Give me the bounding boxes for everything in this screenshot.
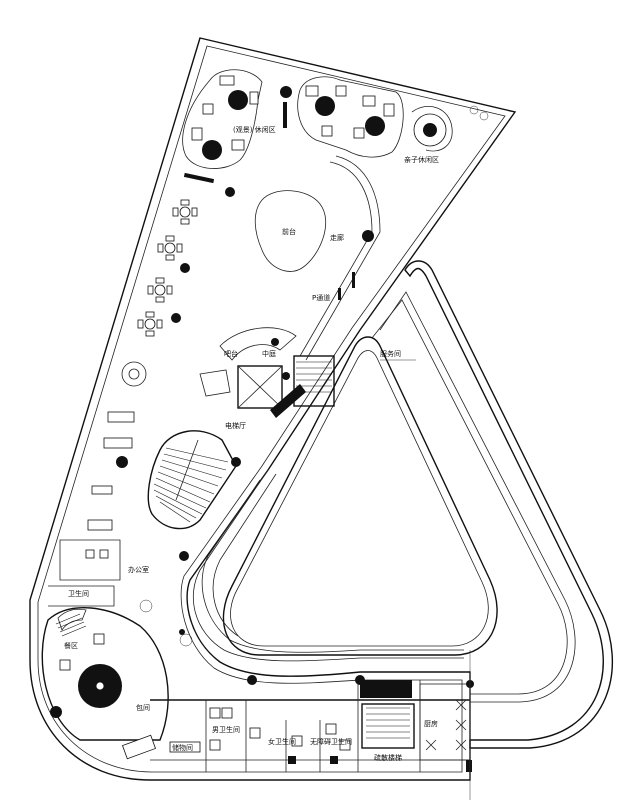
label-walkway: P通道	[312, 293, 330, 302]
elevator-core: 电梯厅	[225, 355, 335, 430]
label-restroom-a: 男卫生间	[212, 725, 240, 734]
label-kitchen: 厨房	[424, 719, 438, 728]
right-annotation: 服务间	[380, 349, 416, 361]
kitchen: 厨房	[419, 650, 474, 800]
label-reception: 前台	[282, 227, 296, 236]
service-stair: 疏散楼梯	[360, 680, 415, 762]
vip-dining-room: 包间 餐区	[41, 607, 169, 760]
label-elevator-hall: 电梯厅	[225, 421, 246, 430]
grand-stair	[147, 430, 241, 530]
lounge-left: (观景) 休闲区	[182, 69, 276, 169]
label-bathroom-left: 卫生间	[68, 589, 89, 598]
label-bar: 吧台	[224, 349, 238, 358]
label-lounge-right: 亲子休闲区	[404, 155, 439, 164]
dining-tables	[87, 199, 198, 531]
lounge-right: 亲子休闲区	[404, 105, 489, 164]
label-corridor: 走廊	[330, 233, 344, 242]
label-stair-right: 疏散楼梯	[374, 753, 402, 762]
label-hall: 中庭	[262, 349, 276, 358]
courtyard-triangle	[222, 260, 613, 749]
curved-corridor	[193, 469, 464, 662]
curved-walkway: 走廊 P通道	[299, 155, 381, 361]
label-dining-area: 餐区	[64, 641, 78, 650]
label-service: 服务间	[380, 349, 401, 358]
label-storage: 储物间	[172, 743, 193, 752]
lounge-center	[280, 76, 404, 158]
bar-counter: 吧台 中庭	[199, 327, 297, 397]
lower-left-rooms: 办公室 卫生间	[48, 539, 193, 647]
label-lounge-left: (观景) 休闲区	[233, 125, 276, 134]
reception-island: 前台	[183, 172, 327, 272]
service-strip: 男卫生间 女卫生间 无障碍卫生间 储物间	[150, 675, 470, 772]
label-restroom-b: 女卫生间	[268, 737, 296, 746]
label-restroom-c: 无障碍卫生间	[310, 737, 352, 746]
outer-wall	[29, 37, 517, 781]
label-vip-room: 包间	[136, 703, 150, 712]
label-office: 办公室	[128, 565, 149, 574]
